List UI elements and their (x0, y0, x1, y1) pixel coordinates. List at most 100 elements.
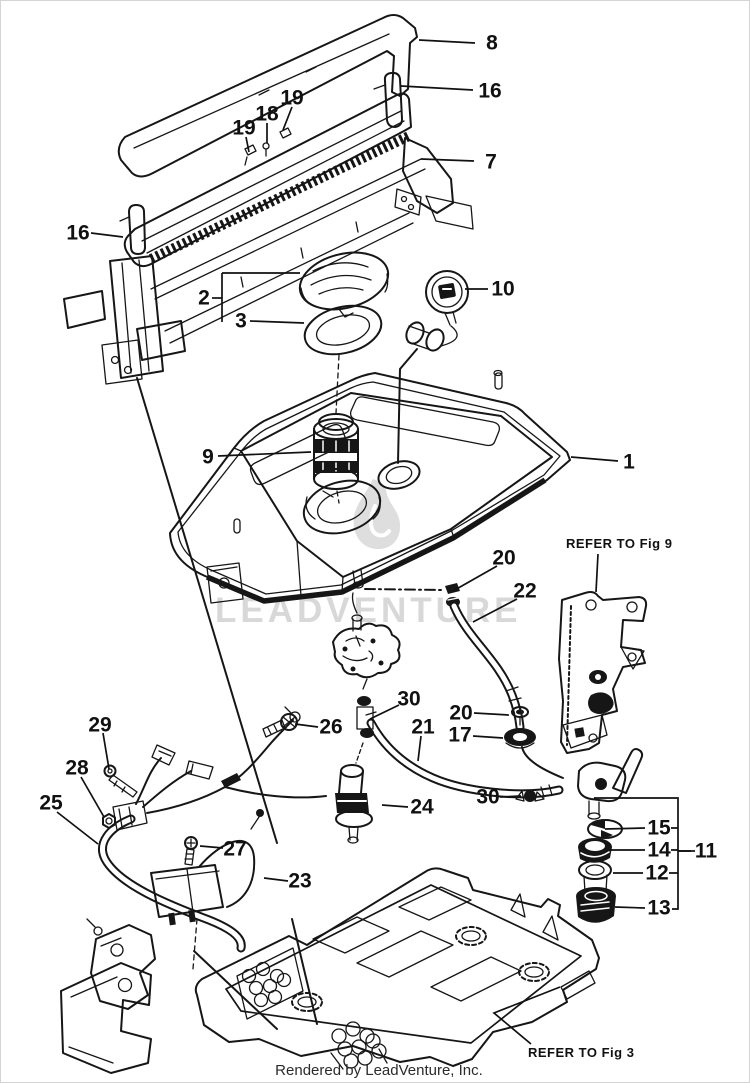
callout-leader-20 (452, 565, 498, 592)
callout-label-24: 24 (410, 796, 434, 819)
part-19-clip (244, 144, 257, 166)
callout-label-10: 10 (491, 278, 514, 301)
callout-leader-13 (614, 906, 646, 909)
part-30-clip (515, 790, 545, 802)
callout-leader-30 (369, 704, 400, 720)
bottom-tray (60, 867, 600, 1074)
callout-leader-15 (604, 827, 646, 830)
callout-label-16: 16 (478, 80, 501, 103)
callout-label-7: 7 (485, 151, 497, 174)
callout-leader-22 (472, 598, 518, 623)
note-refer-fig9: REFER TO Fig 9 (566, 536, 672, 551)
part-20-clip (511, 706, 529, 726)
part-7-main-rack (63, 131, 474, 844)
part-1-fuel-tank (169, 369, 571, 604)
cdi-unit (150, 864, 224, 926)
callout-leader-8 (418, 39, 476, 44)
callout-label-3: 3 (235, 310, 247, 333)
callout-label-25: 25 (39, 792, 63, 815)
callout-leader-16 (400, 85, 474, 91)
callout-label-27: 27 (223, 838, 246, 861)
watermark: LEADVENTURE (215, 479, 518, 630)
part-17-grommet (504, 728, 536, 749)
callout-leader-27 (199, 845, 224, 849)
part-10-fuel-gauge (397, 270, 469, 464)
callout-label-1: 1 (623, 451, 635, 474)
part-18-screw (262, 142, 270, 157)
callout-label-13: 13 (647, 897, 670, 920)
tank-emboss-panel (349, 396, 501, 447)
callout-label-14: 14 (647, 839, 671, 862)
callout-label-30: 30 (476, 786, 499, 809)
part-16-stay-left (119, 204, 146, 255)
tank-mount-tab (206, 562, 244, 604)
callout-leader-25 (56, 811, 99, 845)
part-27-bolt (184, 836, 198, 866)
fasteners (102, 713, 298, 866)
part-13-bowl (576, 887, 616, 923)
callout-label-29: 29 (88, 714, 111, 737)
callout-leader-24 (381, 804, 409, 808)
refer-fig9-bracket (558, 591, 648, 754)
callout-label-19: 19 (232, 117, 255, 140)
callout-label-23: 23 (288, 870, 311, 893)
callout-leader-1 (570, 456, 619, 462)
reference-notes: REFER TO Fig 9 REFER TO Fig 3 (492, 536, 672, 1060)
callout-leader-17 (472, 735, 504, 739)
callout-leader-29 (102, 732, 110, 770)
callout-leader-30 (499, 795, 522, 798)
callout-leader-19 (245, 136, 250, 153)
callout-label-18: 18 (255, 103, 279, 126)
callout-label-11: 11 (695, 840, 718, 863)
callout-label-9: 9 (202, 446, 214, 469)
tank-outer-flange (169, 372, 571, 603)
part-8-top-rail (117, 14, 418, 178)
petcock-assembly (576, 748, 691, 923)
foam-block (236, 947, 304, 1020)
callout-label-12: 12 (645, 862, 668, 885)
part-9-filler-filter (313, 413, 359, 490)
callout-label-28: 28 (65, 757, 89, 780)
callout-label-19: 19 (280, 87, 303, 110)
part-16-stay-right (373, 71, 403, 128)
callout-label-2: 2 (198, 287, 210, 310)
callout-leader-3 (249, 320, 305, 324)
callout-leader-23 (263, 877, 289, 882)
part-25-hose (98, 814, 246, 953)
part-2-fuel-cap (298, 251, 390, 311)
part-24-ignition-coil (335, 764, 373, 844)
callout-label-26: 26 (319, 716, 342, 739)
callout-leader-16 (90, 232, 124, 238)
part-23-wire (198, 839, 256, 908)
part-3-cap-gasket (303, 304, 383, 356)
callout-label-17: 17 (448, 724, 471, 747)
callout-leader-26 (294, 723, 319, 728)
rack-assembly (63, 14, 474, 844)
footer-credit: Rendered by LeadVenture, Inc. (275, 1062, 483, 1079)
note-fig9-leader (595, 553, 599, 593)
callout-leader-20 (473, 712, 510, 716)
callout-label-30: 30 (397, 688, 420, 711)
part-19-clip (279, 127, 292, 139)
part-28-nut (102, 813, 116, 829)
callout-leader-21 (417, 735, 422, 762)
callout-label-22: 22 (513, 580, 536, 603)
part-29-bolt (103, 764, 138, 798)
callout-label-20: 20 (492, 547, 515, 570)
leadventure-flame-inner (368, 504, 391, 538)
callout-label-8: 8 (486, 32, 498, 55)
tank-top-face (240, 392, 553, 578)
callout-label-15: 15 (647, 817, 671, 840)
foam-block (330, 1021, 388, 1070)
callout-leader-9 (217, 451, 312, 457)
note-refer-fig3: REFER TO Fig 3 (528, 1045, 634, 1060)
callout-leader-19 (282, 106, 293, 131)
callout-leader-28 (80, 776, 105, 818)
callout-label-16: 16 (66, 222, 89, 245)
fuel-hoses (352, 569, 564, 802)
tray-left-channel (60, 962, 152, 1074)
fuel-cap-group (221, 251, 390, 504)
